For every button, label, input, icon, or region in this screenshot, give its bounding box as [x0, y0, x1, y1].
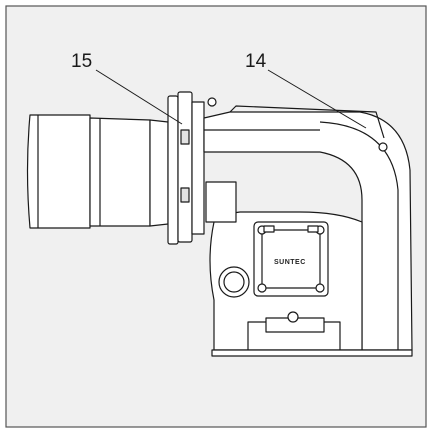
- cable-connector: [247, 311, 341, 351]
- blast-tube: [26, 114, 169, 229]
- callout-label-15: 15: [71, 51, 92, 72]
- sight-glass: [218, 266, 250, 298]
- air-inlet-elbow: [203, 105, 413, 351]
- leader-line-14: [267, 69, 367, 129]
- mounting-flange: [167, 91, 217, 245]
- base-plate: [211, 349, 413, 357]
- oil-pump: [253, 221, 329, 297]
- callout-label-14: 14: [245, 51, 267, 72]
- leader-line-15: [95, 69, 183, 125]
- pump-brand-label: SUNTEC: [274, 259, 306, 266]
